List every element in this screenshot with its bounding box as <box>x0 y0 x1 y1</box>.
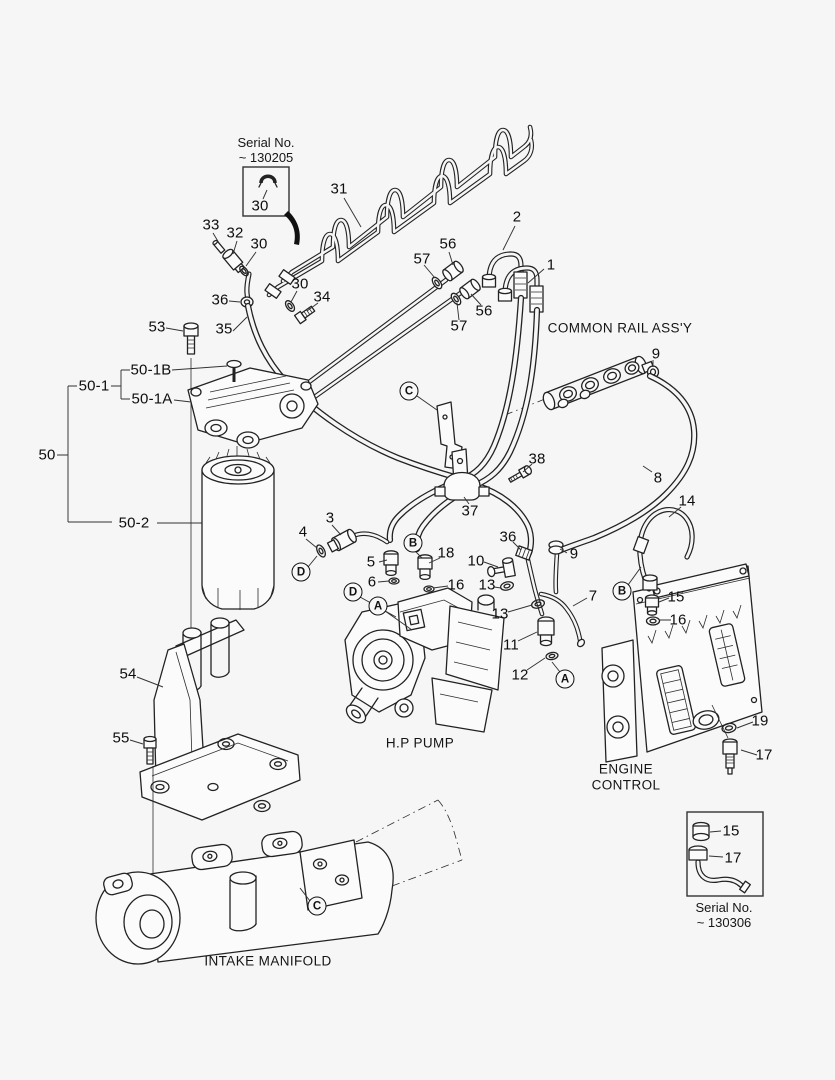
part-label-8: 8 <box>653 469 663 487</box>
part-label-37: 37 <box>461 502 479 520</box>
part-grouping-lines <box>57 369 203 524</box>
leader-lines <box>129 189 758 902</box>
part-label-50-1A: 50-1A <box>131 390 173 408</box>
hp-pump-drawing <box>344 587 505 733</box>
part-label-36: 36 <box>211 291 229 309</box>
part-label-50-2: 50-2 <box>118 514 150 532</box>
part-label-4: 4 <box>298 523 308 541</box>
caption-common-rail: COMMON RAIL ASS'Y <box>547 320 693 336</box>
serial-box-top <box>242 166 300 245</box>
serial-box-bottom <box>686 811 764 897</box>
ecu-fuel-jumper <box>632 507 695 626</box>
part-label-17: 17 <box>724 849 742 867</box>
serial-note-bottom: Serial No. ~ 130306 <box>695 900 752 930</box>
caption-engine-control-line2: CONTROL <box>591 777 661 793</box>
injection-pipes <box>264 124 535 299</box>
caption-engine-control-line1: ENGINE <box>598 761 654 777</box>
part-label-57: 57 <box>450 317 468 335</box>
callout-D: D <box>291 562 311 582</box>
serial-note-top: Serial No. ~ 130205 <box>237 135 294 165</box>
part-label-5: 5 <box>366 553 376 571</box>
mounting-bracket <box>139 617 301 876</box>
part-label-17: 17 <box>755 746 773 764</box>
part-label-50-1B: 50-1B <box>130 361 172 379</box>
part-label-9: 9 <box>569 545 579 563</box>
part-label-18: 18 <box>437 544 455 562</box>
part-label-10: 10 <box>467 552 485 570</box>
caption-hp-pump: H.P PUMP <box>385 735 455 751</box>
fuel-hose-35 <box>244 302 535 557</box>
part-label-12: 12 <box>511 666 529 684</box>
part-label-2: 2 <box>512 208 522 226</box>
part-label-36: 36 <box>499 528 517 546</box>
pipe-clamp-bracket <box>434 401 533 501</box>
part-label-7: 7 <box>588 587 598 605</box>
callout-B: B <box>403 533 423 553</box>
part-label-1: 1 <box>546 256 556 274</box>
callout-A: A <box>555 669 575 689</box>
part-label-33: 33 <box>202 216 220 234</box>
part-label-14: 14 <box>678 492 696 510</box>
callout-A: A <box>368 596 388 616</box>
part-label-13: 13 <box>478 576 496 594</box>
serial-note-bottom-line2: ~ 130306 <box>696 915 752 930</box>
part-label-34: 34 <box>313 288 331 306</box>
part-label-15: 15 <box>667 588 685 606</box>
caption-intake-manifold: INTAKE MANIFOLD <box>204 953 332 969</box>
callout-B: B <box>612 581 632 601</box>
filter-head <box>183 322 319 630</box>
common-rail <box>504 355 660 416</box>
callout-C: C <box>399 381 419 401</box>
part-label-30: 30 <box>251 197 269 215</box>
serial-note-top-line1: Serial No. <box>237 135 295 150</box>
part-label-13: 13 <box>491 605 509 623</box>
serial-note-top-line2: ~ 130205 <box>238 150 294 165</box>
part-label-16: 16 <box>447 576 465 594</box>
part-label-50-1: 50-1 <box>78 377 110 395</box>
part-label-56: 56 <box>439 235 457 253</box>
filter-cartridge <box>201 448 275 610</box>
engine-control-drawing <box>601 563 763 775</box>
part-label-11: 11 <box>503 636 519 654</box>
part-label-30: 30 <box>250 235 268 253</box>
intake-manifold-drawing <box>95 799 463 965</box>
part-label-31: 31 <box>330 180 348 198</box>
part-label-32: 32 <box>226 224 244 242</box>
pump-inlet-fittings <box>316 528 435 593</box>
part-label-6: 6 <box>367 573 377 591</box>
part-label-3: 3 <box>325 509 335 527</box>
serial-note-bottom-line1: Serial No. <box>695 900 753 915</box>
callout-D: D <box>343 582 363 602</box>
part-label-56: 56 <box>475 302 493 320</box>
part-label-19: 19 <box>751 712 769 730</box>
part-label-54: 54 <box>119 665 137 683</box>
part-label-53: 53 <box>148 318 166 336</box>
part-label-9: 9 <box>651 345 661 363</box>
part-label-35: 35 <box>215 320 233 338</box>
part-label-50: 50 <box>38 446 56 464</box>
part-label-15: 15 <box>722 822 740 840</box>
part-label-30: 30 <box>291 275 309 293</box>
part-label-38: 38 <box>528 450 546 468</box>
callout-C: C <box>307 896 327 916</box>
return-line-fittings <box>212 239 316 325</box>
part-label-57: 57 <box>413 250 431 268</box>
part-label-16: 16 <box>669 611 687 629</box>
fuel-hose-8 <box>557 372 698 554</box>
part-label-55: 55 <box>112 729 130 747</box>
